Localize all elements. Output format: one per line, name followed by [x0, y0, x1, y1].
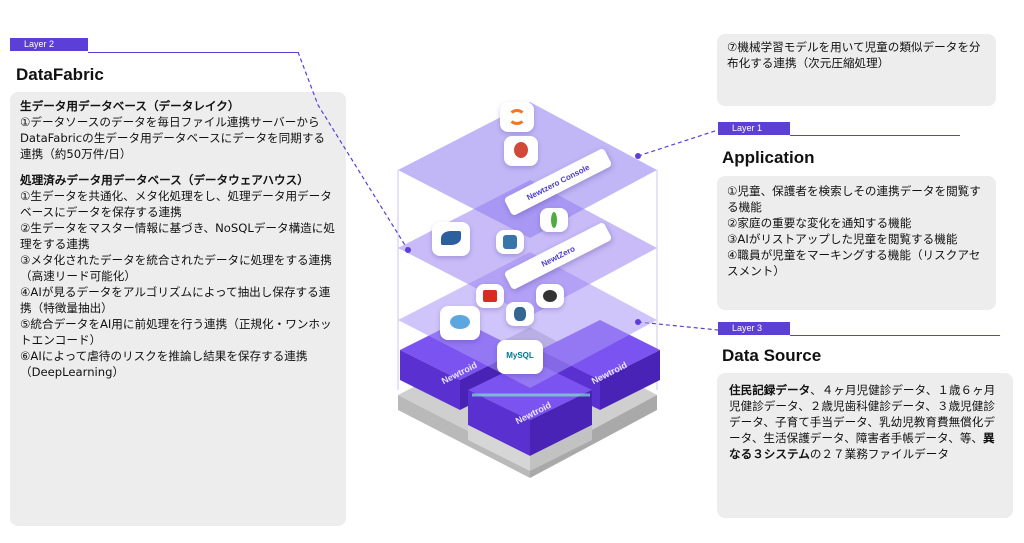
- ml-note-panel: ⑦機械学習モデルを用いて児童の類似データを分布化する連携（次元圧縮処理）: [717, 34, 996, 106]
- app-item-1: ①児童、保護者を検索しその連携データを閲覧する機能: [727, 184, 981, 214]
- layer3-dot: [635, 319, 641, 325]
- datasource-text: 住民記録データ、４ヶ月児健診データ、１歳６ヶ月児健診データ、２歳児歯科健診データ…: [729, 382, 1001, 462]
- datasource-text-1: 、４ヶ月児健診データ、１歳６ヶ月児健診データ、２歳児歯科健診データ、３歳児健診デ…: [729, 383, 996, 445]
- app-item-4: ④職員が児童をマーキングする機能（リスクアセスメント）: [727, 248, 981, 278]
- warehouse-title: 処理済みデータ用データベース（データウェアハウス）: [20, 173, 309, 187]
- datalake-title: 生データ用データベース（データレイク）: [20, 99, 240, 113]
- datafabric-panel: 生データ用データベース（データレイク） ①データソースのデータを毎日ファイル連携…: [10, 92, 346, 526]
- nifi-icon: [432, 222, 470, 256]
- app-item-2: ②家庭の重要な変化を通知する機能: [727, 216, 912, 230]
- application-panel: ①児童、保護者を検索しその連携データを閲覧する機能 ②家庭の重要な変化を通知する…: [717, 176, 996, 310]
- mongodb-icon: [540, 208, 568, 232]
- datasource-bold-1: 住民記録データ: [729, 383, 811, 397]
- datalake-item-1: ①データソースのデータを毎日ファイル連携サーバーからDataFabricの生デー…: [20, 115, 326, 161]
- layer3-tag-line: [790, 335, 1000, 336]
- mysql-label: MySQL: [506, 351, 534, 360]
- warehouse-section: 処理済みデータ用データベース（データウェアハウス） ①生データを共通化、メタ化処…: [20, 172, 336, 380]
- datasource-panel: 住民記録データ、４ヶ月児健診データ、１歳６ヶ月児健診データ、２歳児歯科健診データ…: [717, 373, 1013, 518]
- redis-icon: [476, 284, 504, 308]
- datalake-section: 生データ用データベース（データレイク） ①データソースのデータを毎日ファイル連携…: [20, 98, 336, 162]
- layer2-tag-line: [88, 52, 298, 53]
- jenkins-icon: [504, 136, 538, 166]
- newtroid-label-right: Newtroid: [589, 359, 629, 387]
- layer3-tag: Layer 3: [718, 322, 790, 335]
- jupyter-icon: [500, 102, 534, 132]
- ml-note-text: ⑦機械学習モデルを用いて児童の類似データを分布化する連携（次元圧縮処理）: [727, 40, 981, 70]
- layer3-connector: [637, 321, 719, 331]
- layer1-dot: [635, 153, 641, 159]
- layer2-dot: [405, 247, 411, 253]
- warehouse-item-6: ⑥AIによって虐待のリスクを推論し結果を保存する連携（DeepLearning）: [20, 349, 308, 379]
- layer3-heading: Data Source: [722, 346, 822, 365]
- warehouse-item-4: ④AIが見るデータをアルゴリズムによって抽出し保存する連携（特徴量抽出）: [20, 285, 331, 315]
- warehouse-item-1: ①生データを共通化、メタ化処理をし、処理データ用データベースにデータを保存する連…: [20, 189, 332, 219]
- newtroid-label-front: Newtroid: [513, 399, 553, 427]
- layer1-tag: Layer 1: [718, 122, 790, 135]
- warehouse-item-5: ⑤統合データをAI用に前処理を行う連携（正規化・ワンホットエンコード）: [20, 317, 332, 347]
- layer2-heading: DataFabric: [16, 65, 104, 84]
- layer1-heading: Application: [722, 148, 815, 167]
- layer1-tag-line: [790, 135, 960, 136]
- elastic-icon: [536, 284, 564, 308]
- database-icon: [440, 306, 480, 340]
- warehouse-item-2: ②生データをマスター情報に基づき、NoSQLデータ構造に処理をする連携: [20, 221, 335, 251]
- layer2-tag: Layer 2: [10, 38, 88, 51]
- datasource-bold-2: 異なる３システム: [729, 431, 995, 461]
- warehouse-item-3: ③メタ化されたデータを統合されたデータに処理をする連携（高速リード可能化）: [20, 253, 332, 283]
- newtroid-label-left: Newtroid: [439, 359, 479, 387]
- datasource-text-2: の２７業務ファイルデータ: [809, 447, 949, 461]
- postgresql-icon: [506, 302, 534, 326]
- app-item-3: ③AIがリストアップした児童を閲覧する機能: [727, 232, 958, 246]
- mysql-icon: MySQL: [497, 340, 543, 374]
- layer1-connector: [637, 129, 719, 157]
- python-icon: [496, 230, 524, 254]
